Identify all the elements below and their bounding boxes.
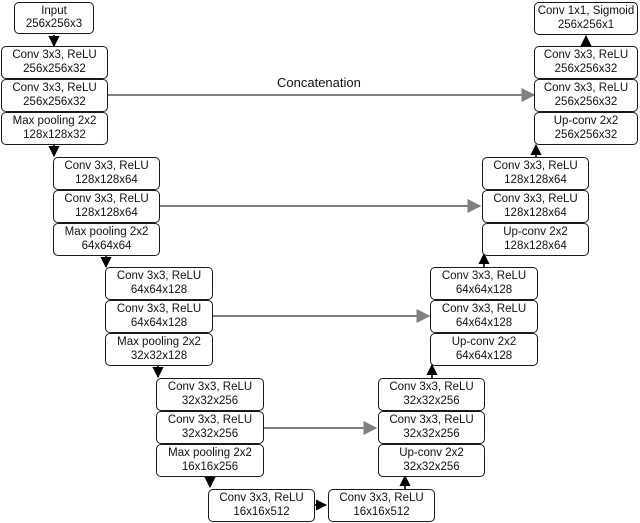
- decoder-conv-2a: Conv 3x3, ReLU 128x128x64: [482, 157, 589, 190]
- block-shape: 256x256x32: [554, 95, 618, 108]
- block-shape: 16x16x512: [353, 505, 410, 518]
- concatenation-label: Concatenation: [277, 75, 361, 90]
- block-shape: 256x256x32: [23, 62, 86, 75]
- block-label: Max pooling 2x2: [117, 336, 201, 348]
- block-label: Conv 3x3, ReLU: [167, 381, 253, 393]
- block-shape: 128x128x32: [23, 128, 86, 141]
- block-shape: 32x32x256: [181, 394, 239, 407]
- decoder-conv-4a: Conv 3x3, ReLU 32x32x256: [378, 378, 485, 411]
- block-label: Max pooling 2x2: [64, 226, 149, 238]
- encoder-conv-2a: Conv 3x3, ReLU 128x128x64: [53, 157, 160, 190]
- block-label: Up-conv 2x2: [399, 447, 464, 459]
- block-shape: 256x256x32: [23, 95, 86, 108]
- up-conv-1: Up-conv 2x2 256x256x32: [534, 112, 638, 145]
- encoder-conv-1a: Conv 3x3, ReLU 256x256x32: [1, 46, 108, 79]
- block-shape: 128x128x64: [504, 206, 567, 219]
- max-pooling-2: Max pooling 2x2 64x64x64: [53, 223, 160, 256]
- block-shape: 128x128x64: [504, 173, 567, 186]
- decoder-conv-1a: Conv 3x3, ReLU 256x256x32: [534, 46, 638, 79]
- block-label: Conv 3x3, ReLU: [64, 160, 149, 172]
- block-shape: 256x256x32: [554, 62, 618, 75]
- up-conv-4: Up-conv 2x2 32x32x256: [378, 444, 485, 477]
- block-label: Conv 3x3, ReLU: [389, 414, 474, 426]
- decoder-conv-4b: Conv 3x3, ReLU 32x32x256: [378, 411, 485, 444]
- max-pooling-3: Max pooling 2x2 32x32x128: [105, 333, 213, 366]
- block-label: Up-conv 2x2: [553, 115, 619, 127]
- block-label: Up-conv 2x2: [451, 336, 517, 348]
- block-label: Conv 3x3, ReLU: [219, 492, 304, 504]
- block-shape: 128x128x64: [75, 173, 138, 186]
- block-shape: 32x32x256: [403, 394, 460, 407]
- bottleneck-conv-1: Conv 3x3, ReLU 16x16x512: [208, 489, 315, 522]
- decoder-conv-2b: Conv 3x3, ReLU 128x128x64: [482, 190, 589, 223]
- block-shape: 32x32x256: [403, 427, 460, 440]
- max-pooling-1: Max pooling 2x2 128x128x32: [1, 112, 108, 145]
- block-label: Conv 3x3, ReLU: [339, 492, 424, 504]
- block-shape: 256x256x3: [25, 18, 83, 30]
- block-label: Max pooling 2x2: [168, 447, 252, 459]
- up-conv-2: Up-conv 2x2 128x128x64: [482, 223, 589, 256]
- block-label: Conv 3x3, ReLU: [493, 160, 578, 172]
- block-label: Conv 3x3, ReLU: [441, 270, 527, 282]
- block-label: Conv 3x3, ReLU: [64, 193, 149, 205]
- block-label: Conv 3x3, ReLU: [116, 303, 202, 315]
- block-shape: 32x32x256: [181, 427, 239, 440]
- block-label: Up-conv 2x2: [503, 226, 568, 238]
- block-shape: 64x64x64: [81, 239, 132, 252]
- block-shape: 32x32x256: [403, 460, 460, 473]
- encoder-conv-3a: Conv 3x3, ReLU 64x64x128: [105, 267, 213, 300]
- block-shape: 16x16x256: [181, 460, 239, 473]
- block-shape: 64x64x128: [455, 283, 513, 296]
- encoder-conv-4b: Conv 3x3, ReLU 32x32x256: [156, 411, 264, 444]
- max-pooling-4: Max pooling 2x2 16x16x256: [156, 444, 264, 477]
- block-label: Conv 3x3, ReLU: [543, 49, 629, 61]
- block-label: Conv 1x1, Sigmoid: [537, 5, 635, 17]
- block-label: Max pooling 2x2: [12, 115, 97, 127]
- block-shape: 64x64x128: [130, 316, 188, 329]
- block-shape: 64x64x128: [455, 349, 513, 362]
- block-shape: 256x256x32: [554, 128, 618, 141]
- encoder-conv-1b: Conv 3x3, ReLU 256x256x32: [1, 79, 108, 112]
- block-label: Input: [41, 4, 67, 17]
- encoder-conv-2b: Conv 3x3, ReLU 128x128x64: [53, 190, 160, 223]
- bottleneck-conv-2: Conv 3x3, ReLU 16x16x512: [328, 489, 435, 522]
- decoder-conv-3b: Conv 3x3, ReLU 64x64x128: [430, 300, 538, 333]
- block-shape: 256x256x1: [557, 18, 615, 31]
- block-shape: 16x16x512: [233, 505, 290, 518]
- decoder-conv-1b: Conv 3x3, ReLU 256x256x32: [534, 79, 638, 112]
- block-label: Conv 3x3, ReLU: [12, 82, 97, 94]
- input-block: Input 256x256x3: [14, 2, 94, 34]
- output-block: Conv 1x1, Sigmoid 256x256x1: [534, 2, 638, 35]
- block-label: Conv 3x3, ReLU: [543, 82, 629, 94]
- block-label: Conv 3x3, ReLU: [441, 303, 527, 315]
- block-label: Conv 3x3, ReLU: [167, 414, 253, 426]
- block-label: Conv 3x3, ReLU: [389, 381, 474, 393]
- encoder-conv-3b: Conv 3x3, ReLU 64x64x128: [105, 300, 213, 333]
- decoder-conv-3a: Conv 3x3, ReLU 64x64x128: [430, 267, 538, 300]
- block-label: Conv 3x3, ReLU: [12, 49, 97, 61]
- block-shape: 64x64x128: [455, 316, 513, 329]
- block-label: Conv 3x3, ReLU: [116, 270, 202, 282]
- block-shape: 128x128x64: [504, 239, 567, 252]
- block-label: Conv 3x3, ReLU: [493, 193, 578, 205]
- up-conv-3: Up-conv 2x2 64x64x128: [430, 333, 538, 366]
- block-shape: 32x32x128: [130, 349, 188, 362]
- encoder-conv-4a: Conv 3x3, ReLU 32x32x256: [156, 378, 264, 411]
- block-shape: 128x128x64: [75, 206, 138, 219]
- block-shape: 64x64x128: [130, 283, 188, 296]
